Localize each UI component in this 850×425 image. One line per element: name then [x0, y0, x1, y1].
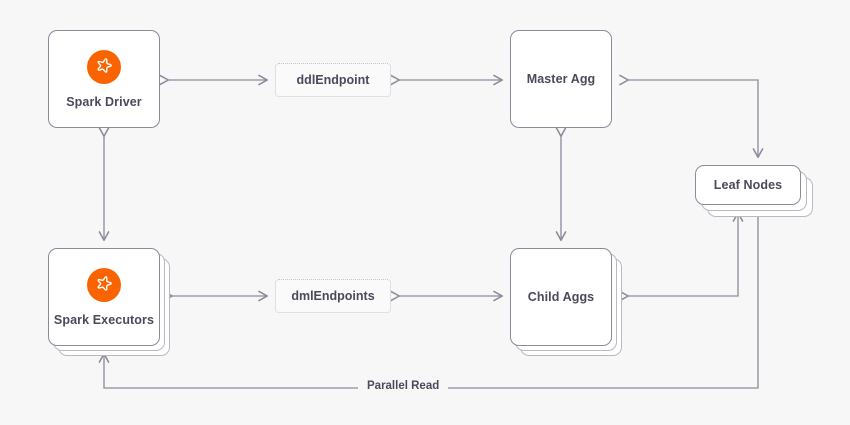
spark-logo-icon — [87, 49, 121, 84]
node-child-aggs[interactable]: Child Aggs — [510, 248, 612, 346]
node-label: Master Agg — [526, 72, 596, 86]
endpoint-label: dmlEndpoints — [291, 289, 375, 303]
connector-parallel-read — [98, 212, 759, 389]
endpoint-label: ddlEndpoint — [296, 73, 370, 87]
node-leaf-nodes[interactable]: Leaf Nodes — [695, 165, 801, 205]
node-spark-driver[interactable]: Spark Driver — [48, 30, 160, 128]
node-label: Spark Executors — [53, 312, 155, 327]
edge-label-parallel-read: Parallel Read — [358, 380, 449, 392]
node-master-agg[interactable]: Master Agg — [510, 30, 612, 128]
connector-childaggs-leafnodes — [619, 211, 744, 302]
node-label: Leaf Nodes — [713, 178, 783, 192]
connector-masteragg-leafnodes — [619, 74, 764, 159]
node-label: Child Aggs — [527, 290, 595, 304]
endpoint-ddl[interactable]: ddlEndpoint — [275, 63, 391, 97]
endpoint-dml[interactable]: dmlEndpoints — [275, 279, 391, 313]
spark-logo-icon — [87, 267, 121, 302]
node-label: Spark Driver — [66, 94, 142, 109]
node-spark-executors[interactable]: Spark Executors — [48, 248, 160, 346]
